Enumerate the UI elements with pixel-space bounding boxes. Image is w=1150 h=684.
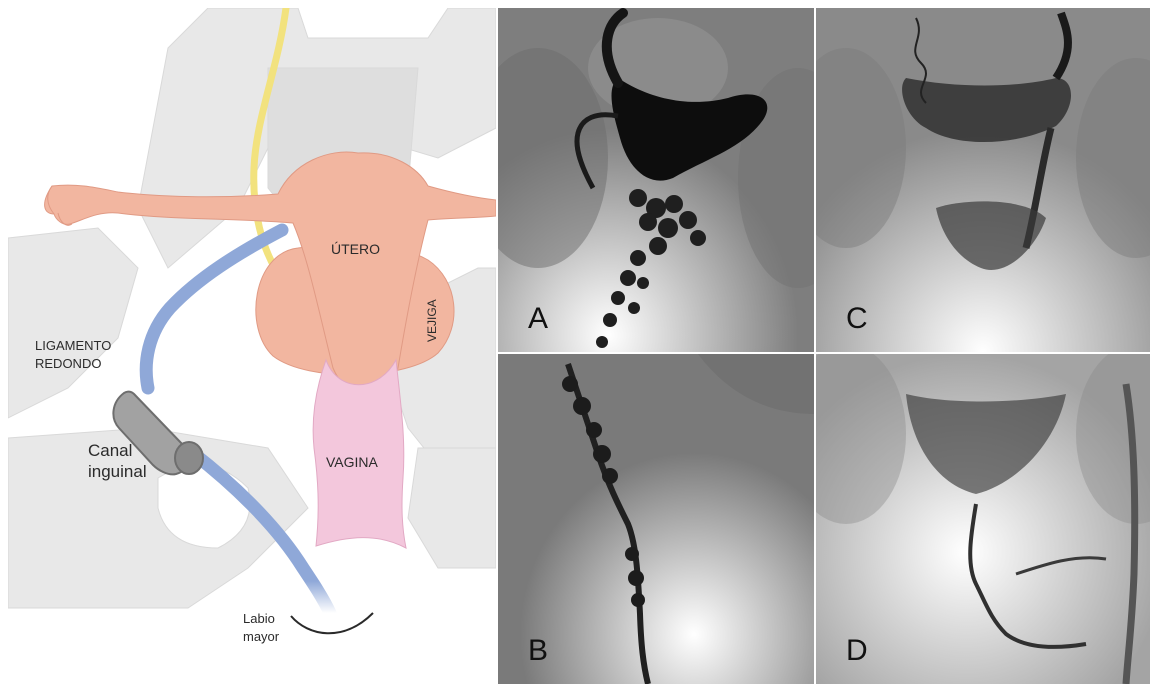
- pelvic-bone-left: [8, 228, 138, 418]
- panel-label-c: C: [846, 302, 868, 336]
- panel-c: C: [816, 8, 1150, 352]
- inguinal-canal-label-line2: inguinal: [88, 462, 147, 481]
- labium-majus-label-line1: Labio: [243, 611, 275, 626]
- labium-majus-label-line2: mayor: [243, 629, 280, 644]
- panel-a: A: [498, 8, 814, 352]
- vagina-label: VAGINA: [326, 454, 379, 470]
- pelvic-bone-lower-right: [408, 448, 496, 568]
- panel-label-b: B: [528, 634, 548, 668]
- round-ligament-label-line1: LIGAMENTO: [35, 338, 111, 353]
- inguinal-canal-label-line1: Canal: [88, 441, 132, 460]
- panel-b: B: [498, 354, 814, 684]
- panel-d: D: [816, 354, 1150, 684]
- panel-c-image: [816, 8, 1150, 352]
- uterus-label: ÚTERO: [331, 241, 380, 257]
- panel-label-a: A: [528, 302, 548, 336]
- panel-a-image: [498, 8, 814, 352]
- anatomy-diagram: ÚTERO VEJIGA VAGINA LIGAMENTO REDONDO Ca…: [8, 8, 496, 684]
- panel-label-d: D: [846, 634, 868, 668]
- round-ligament-label-line2: REDONDO: [35, 356, 101, 371]
- bladder-label: VEJIGA: [425, 299, 439, 342]
